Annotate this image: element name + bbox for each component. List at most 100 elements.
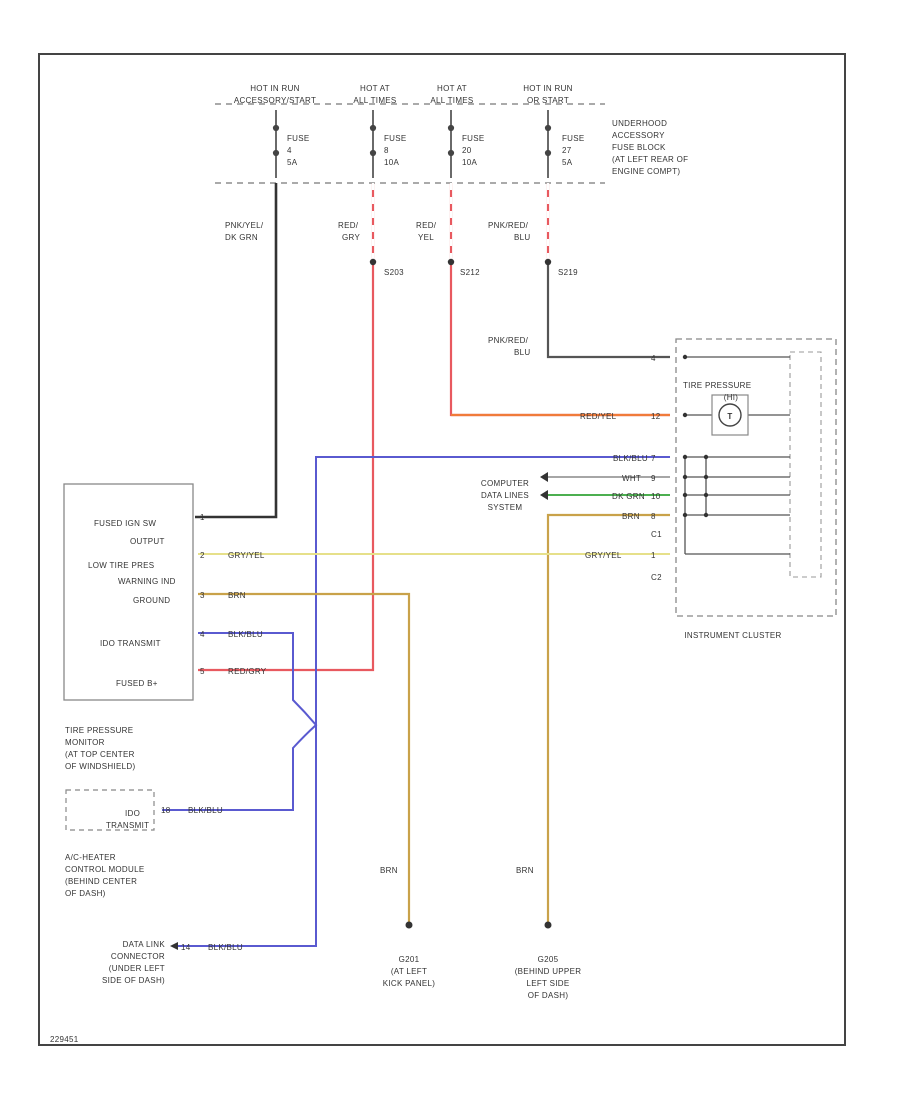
svg-text:FUSE: FUSE	[562, 134, 585, 143]
gauge-sublabel: (HI)	[724, 393, 739, 402]
svg-text:MONITOR: MONITOR	[65, 738, 105, 747]
feed-1-line2: ACCESSORY/START	[234, 96, 316, 105]
svg-text:WARNING IND: WARNING IND	[118, 577, 176, 586]
svg-text:5A: 5A	[287, 158, 298, 167]
feed-4-line2: OR START	[527, 96, 569, 105]
svg-text:SIDE OF DASH): SIDE OF DASH)	[102, 976, 165, 985]
tire-pressure-gauge-icon	[718, 403, 742, 427]
svg-text:BLK/BLU: BLK/BLU	[613, 454, 648, 463]
svg-text:20: 20	[462, 146, 472, 155]
svg-text:(BEHIND CENTER: (BEHIND CENTER	[65, 877, 137, 886]
svg-text:G201: G201	[399, 955, 420, 964]
svg-text:ENGINE COMPT): ENGINE COMPT)	[612, 167, 680, 176]
svg-text:UNDERHOOD: UNDERHOOD	[612, 119, 667, 128]
wire-red-yel	[449, 183, 670, 417]
svg-text:LOW TIRE PRES: LOW TIRE PRES	[88, 561, 154, 570]
svg-text:(AT TOP CENTER: (AT TOP CENTER	[65, 750, 135, 759]
svg-text:RED/GRY: RED/GRY	[228, 667, 267, 676]
cluster-title: INSTRUMENT CLUSTER	[684, 631, 781, 640]
wire-labels-top: PNK/YEL/ DK GRN RED/ GRY RED/ YEL PNK/RE…	[225, 221, 530, 357]
hvac-module-box	[65, 789, 155, 831]
svg-text:BLK/BLU: BLK/BLU	[208, 943, 243, 952]
svg-text:PNK/RED/: PNK/RED/	[488, 221, 529, 230]
svg-text:RED/: RED/	[338, 221, 359, 230]
svg-text:DK GRN: DK GRN	[612, 492, 645, 501]
svg-text:BRN: BRN	[516, 866, 534, 875]
wire-pnk-yel-dk-grn	[195, 183, 278, 519]
svg-text:ACCESSORY: ACCESSORY	[612, 131, 665, 140]
splice-s219: S219	[558, 268, 578, 277]
svg-text:CONNECTOR: CONNECTOR	[111, 952, 165, 961]
svg-text:BLU: BLU	[514, 233, 530, 242]
svg-text:8: 8	[384, 146, 389, 155]
svg-text:DATA LINK: DATA LINK	[123, 940, 166, 949]
svg-text:10A: 10A	[462, 158, 477, 167]
svg-text:DK GRN: DK GRN	[225, 233, 258, 242]
svg-text:8: 8	[651, 512, 656, 521]
computer-data-lines-label: COMPUTER DATA LINES SYSTEM	[481, 479, 529, 512]
diagram-frame	[38, 53, 846, 1046]
feed-4-line1: HOT IN RUN	[523, 84, 573, 93]
svg-text:OF DASH): OF DASH)	[65, 889, 106, 898]
svg-text:CONTROL MODULE: CONTROL MODULE	[65, 865, 144, 874]
svg-text:GRY: GRY	[342, 233, 360, 242]
svg-text:PNK/YEL/: PNK/YEL/	[225, 221, 264, 230]
svg-text:10: 10	[651, 492, 661, 501]
svg-text:OF DASH): OF DASH)	[528, 991, 569, 1000]
svg-text:FUSE: FUSE	[384, 134, 407, 143]
svg-text:RED/: RED/	[416, 221, 437, 230]
wire-pnk-red-blu	[546, 262, 670, 359]
svg-text:WHT: WHT	[622, 474, 641, 483]
svg-text:10A: 10A	[384, 158, 399, 167]
svg-text:4: 4	[287, 146, 292, 155]
wire-blk-blu-data	[175, 456, 670, 947]
fuses	[272, 110, 552, 178]
fuse-feed-labels: HOT IN RUN ACCESSORY/START HOT AT ALL TI…	[234, 84, 573, 105]
svg-text:LEFT SIDE: LEFT SIDE	[526, 979, 569, 988]
dlc-caption: DATA LINK CONNECTOR (UNDER LEFT SIDE OF …	[102, 940, 165, 985]
svg-text:GRY/YEL: GRY/YEL	[228, 551, 265, 560]
instrument-cluster-box	[675, 338, 837, 617]
svg-text:C2: C2	[651, 573, 662, 582]
svg-text:RED/YEL: RED/YEL	[580, 412, 617, 421]
gauge-t-icon: T	[727, 412, 732, 421]
wire-blk-blu-ido	[162, 632, 318, 811]
svg-text:3: 3	[200, 591, 205, 600]
wire-red-gry	[198, 183, 375, 672]
cluster-inner-box	[789, 351, 822, 578]
svg-text:KICK PANEL): KICK PANEL)	[383, 979, 436, 988]
svg-text:YEL: YEL	[418, 233, 434, 242]
fuse-block-label: UNDERHOOD ACCESSORY FUSE BLOCK (AT LEFT …	[612, 119, 688, 176]
svg-text:(AT LEFT: (AT LEFT	[391, 967, 427, 976]
svg-text:SYSTEM: SYSTEM	[488, 503, 523, 512]
hvac-label-2: TRANSMIT	[106, 821, 149, 830]
svg-text:5A: 5A	[562, 158, 573, 167]
figure-code: 229451	[50, 1035, 79, 1044]
svg-text:FUSED B+: FUSED B+	[116, 679, 158, 688]
tpm-caption: TIRE PRESSURE MONITOR (AT TOP CENTER OF …	[65, 726, 135, 771]
svg-text:(BEHIND UPPER: (BEHIND UPPER	[515, 967, 582, 976]
svg-text:FUSE BLOCK: FUSE BLOCK	[612, 143, 666, 152]
feed-3-line1: HOT AT	[437, 84, 467, 93]
svg-text:BLU: BLU	[514, 348, 530, 357]
svg-text:G205: G205	[538, 955, 559, 964]
feed-1-line1: HOT IN RUN	[250, 84, 300, 93]
svg-text:GRY/YEL: GRY/YEL	[585, 551, 622, 560]
cluster-pins: 4 12 7 9 10 8 1 C1 C2	[651, 354, 662, 582]
svg-text:12: 12	[651, 412, 661, 421]
svg-text:GROUND: GROUND	[133, 596, 170, 605]
svg-text:BRN: BRN	[228, 591, 246, 600]
hvac-label-1: IDO	[125, 809, 140, 818]
tire-pressure-gauge-frame	[711, 394, 749, 436]
hvac-caption: A/C-HEATER CONTROL MODULE (BEHIND CENTER…	[65, 853, 144, 898]
svg-text:BLK/BLU: BLK/BLU	[228, 630, 263, 639]
svg-text:C1: C1	[651, 530, 662, 539]
svg-text:7: 7	[651, 454, 656, 463]
fuse-labels: FUSE 4 5A FUSE 8 10A FUSE 20 10A FUSE 27…	[287, 134, 585, 167]
svg-text:27: 27	[562, 146, 572, 155]
wire-labels-cluster: RED/YEL BLK/BLU WHT DK GRN BRN GRY/YEL	[580, 412, 648, 560]
svg-text:4: 4	[200, 630, 205, 639]
tire-pressure-monitor-box	[63, 483, 194, 701]
svg-text:FUSE: FUSE	[462, 134, 485, 143]
tire-pressure-gauge-label: TIRE PRESSURE	[683, 381, 751, 390]
